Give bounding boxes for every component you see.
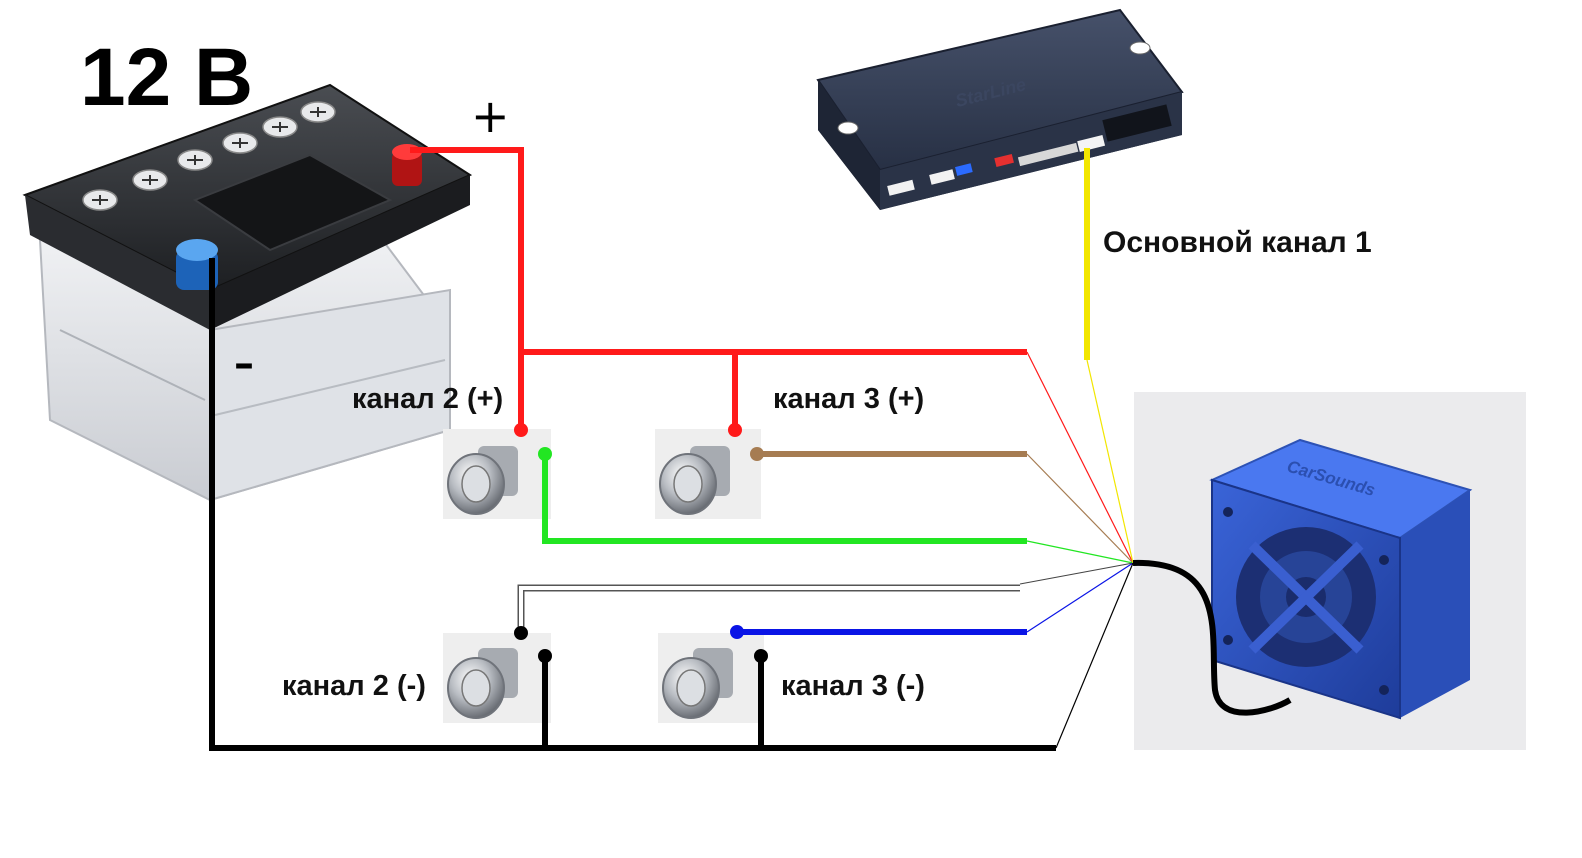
minus-sign: – (234, 341, 254, 387)
wire-ch2-minus-out (517, 584, 1020, 631)
alarm-module: StarLine (816, 8, 1184, 210)
siren-cable (1132, 559, 1292, 716)
button-ch3-plus[interactable] (655, 429, 761, 519)
battery-minus-terminal (176, 239, 218, 290)
wire-negative (209, 258, 1056, 751)
button-ch2-plus[interactable] (443, 429, 551, 519)
wire-positive (410, 147, 1027, 355)
voltage-label: 12 В (80, 32, 253, 123)
button-ch2-minus[interactable] (443, 633, 551, 723)
plus-sign: + (471, 89, 510, 143)
wires (209, 147, 1292, 751)
label-ch2-minus: канал 2 (-) (282, 670, 426, 702)
button-ch3-minus[interactable] (658, 633, 764, 723)
siren: CarSounds (1134, 392, 1526, 750)
label-ch2-plus: канал 2 (+) (352, 383, 503, 415)
main-channel-label: Основной канал 1 (1103, 226, 1372, 259)
label-ch3-plus: канал 3 (+) (773, 383, 924, 415)
wire-ch2-plus-out (542, 454, 1027, 544)
connection-dots (514, 423, 768, 663)
battery (22, 83, 473, 502)
label-ch3-minus: канал 3 (-) (781, 670, 925, 702)
module-connectors (887, 104, 1172, 196)
